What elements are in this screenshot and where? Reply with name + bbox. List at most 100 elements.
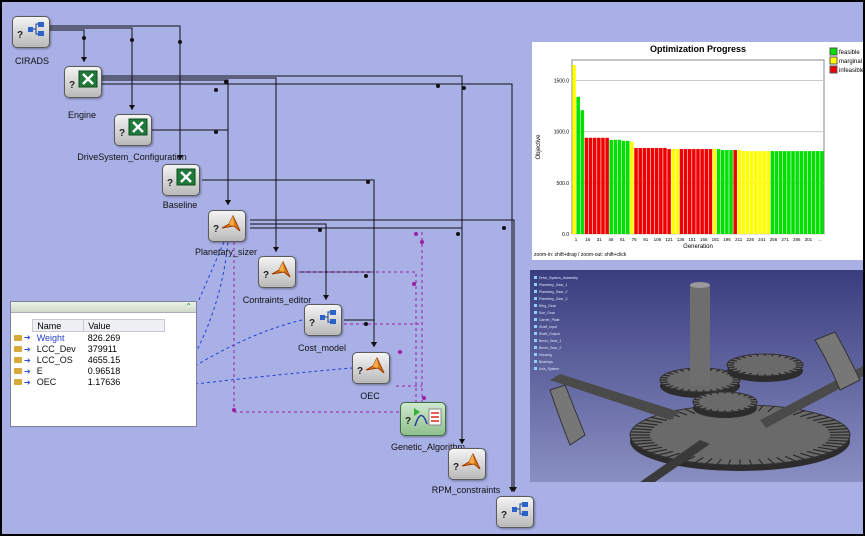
bar (820, 151, 824, 234)
variable-row[interactable]: ➔ E 0.96518 (11, 365, 165, 376)
column-header-value: Value (83, 319, 166, 332)
x-tick-label: 106 (654, 237, 662, 242)
tree-item[interactable]: Shaft_Output (539, 332, 560, 336)
node-ga[interactable]: ? (400, 402, 446, 436)
bar (725, 150, 729, 234)
tree-item[interactable]: Housing (539, 353, 552, 357)
output-port-icon (14, 346, 22, 353)
node-catia[interactable]: ? (496, 496, 534, 528)
workflow-tool-icon (320, 310, 336, 324)
bar (758, 151, 762, 234)
tree-item[interactable]: Carrier_Plate (539, 318, 560, 322)
bar (692, 149, 696, 234)
bar (737, 150, 742, 234)
x-tick-label: 271 (781, 237, 789, 242)
tree-item[interactable]: Sun_Gear (539, 311, 556, 315)
bar (646, 148, 651, 234)
variable-row[interactable]: ➔ OEC 1.17636 (11, 376, 165, 387)
x-tick-label: 136 (677, 237, 685, 242)
collapse-icon[interactable]: ⌃ (185, 302, 192, 311)
legend-label: feasible (839, 50, 860, 56)
variable-row[interactable]: ➔ Weight 826.269 (11, 332, 165, 344)
tree-item[interactable]: Planetary_Gear_2 (539, 290, 567, 294)
x-tick-label: 121 (665, 237, 673, 242)
bar (584, 137, 589, 234)
tree-item[interactable]: Drive_System_Assembly (539, 276, 578, 280)
x-axis-label: Generation (683, 244, 713, 250)
node-oec[interactable]: ? (352, 352, 390, 384)
matlab-icon (271, 260, 291, 278)
bar (733, 150, 737, 234)
arrow-right-icon: ➔ (24, 366, 31, 376)
node-rpm[interactable]: ? (448, 448, 486, 480)
tree-item[interactable]: Shaft_Input (539, 325, 557, 329)
shaft-top (690, 282, 710, 288)
variables-panel[interactable]: ⌃ Name Value ➔ Weight 826.269➔ LCC_Dev 3… (10, 301, 197, 427)
output-port-icon (14, 368, 22, 375)
bar (716, 149, 721, 234)
status-question-icon: ? (453, 462, 460, 473)
variable-value: 1.17636 (87, 376, 121, 387)
tree-item[interactable]: Ring_Gear (539, 304, 557, 308)
status-question-icon: ? (357, 366, 364, 377)
legend-swatch (829, 47, 838, 56)
node-drivesystem[interactable]: ? (114, 114, 152, 146)
status-question-icon: ? (167, 178, 174, 189)
bar (774, 151, 779, 234)
bar (778, 151, 783, 234)
main-shaft (690, 285, 710, 385)
variable-row[interactable]: ➔ LCC_OS 4655.15 (11, 354, 165, 365)
x-tick-label: 211 (735, 237, 743, 242)
legend-swatch (829, 65, 838, 74)
tree-item[interactable]: Bevel_Gear_2 (539, 346, 561, 350)
bar (787, 151, 791, 234)
variable-row[interactable]: ➔ LCC_Dev 379911 (11, 343, 165, 354)
bar (580, 110, 585, 234)
y-axis-label: Objective (536, 134, 542, 160)
arrow-right-icon: ➔ (24, 377, 31, 387)
planet-gear-right (726, 353, 804, 382)
tree-item[interactable]: Bevel_Gear_1 (539, 339, 561, 343)
node-cost[interactable]: ? (304, 304, 342, 336)
x-tick-label: 61 (620, 237, 626, 242)
matlab-icon (365, 356, 385, 374)
node-engine[interactable]: ? (64, 66, 102, 98)
tree-item[interactable]: Planetary_Gear_1 (539, 283, 567, 287)
node-planetary[interactable]: ? (208, 210, 246, 242)
tree-item[interactable]: Bearings (539, 360, 553, 364)
node-label-cirads: CIRADS (14, 56, 50, 66)
x-tick-label: 256 (770, 237, 778, 242)
node-cirads[interactable]: ? (12, 16, 50, 48)
tree-node-icon (534, 325, 537, 328)
tree-node-icon (534, 346, 537, 349)
x-tick-label: 226 (747, 237, 755, 242)
node-label-rpm: RPM_constraints (431, 485, 501, 495)
status-question-icon: ? (17, 30, 24, 41)
variables-panel-titlebar[interactable]: ⌃ (11, 302, 196, 313)
variables-table: Name Value ➔ Weight 826.269➔ LCC_Dev 379… (11, 319, 166, 387)
tree-item[interactable]: Axis_System (539, 367, 559, 371)
bar (754, 151, 758, 234)
bar (634, 148, 638, 234)
legend-label: marginal (839, 59, 862, 65)
x-tick-label: 151 (688, 237, 696, 242)
x-tick-label: 91 (643, 237, 649, 242)
x-tick-label: 241 (758, 237, 766, 242)
tree-item[interactable]: Planetary_Gear_3 (539, 297, 567, 301)
output-port-icon (14, 357, 22, 364)
variable-name: LCC_OS (36, 354, 73, 365)
node-baseline[interactable]: ? (162, 164, 200, 196)
bar (811, 151, 816, 234)
bar (650, 148, 655, 234)
arrow-right-icon: ➔ (24, 355, 31, 365)
x-tick-label: 301 (805, 237, 813, 242)
bar (588, 137, 593, 234)
node-contraints[interactable]: ? (258, 256, 296, 288)
bar (675, 149, 680, 234)
bar (683, 149, 688, 234)
tree-node-icon (534, 304, 537, 307)
